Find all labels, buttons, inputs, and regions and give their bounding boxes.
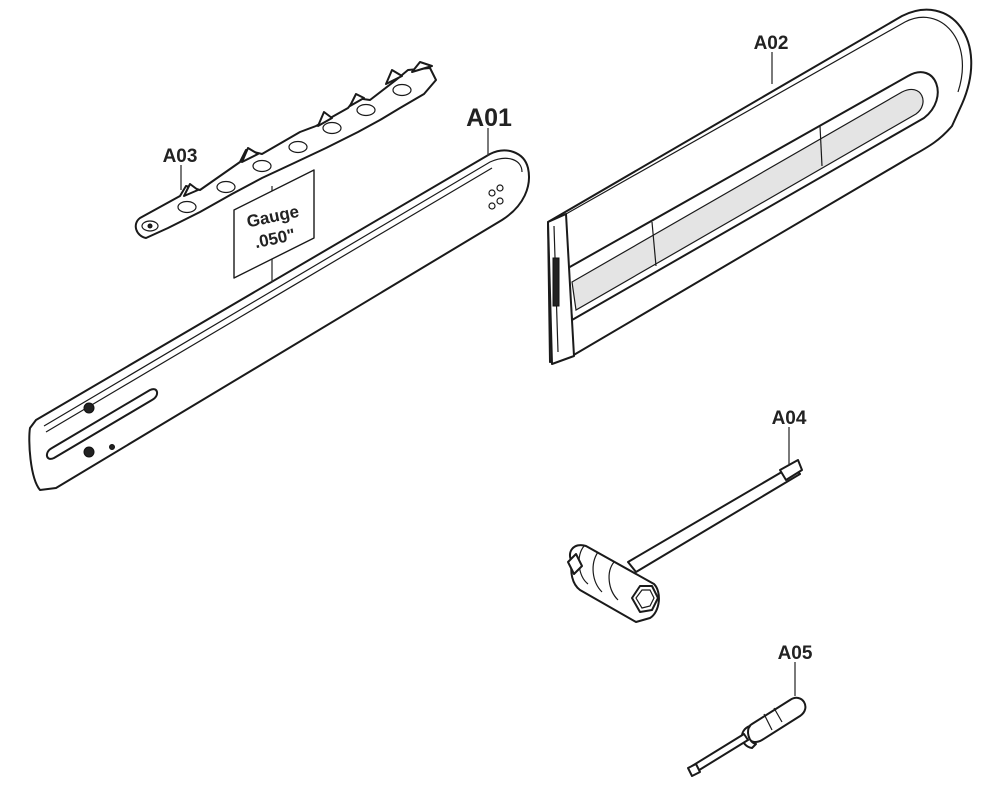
gauge-tag: Gauge .050" <box>233 169 315 282</box>
guide-bar-a01[interactable] <box>28 149 530 491</box>
screwdriver-a05[interactable] <box>687 697 807 777</box>
bar-cover-a02[interactable] <box>547 8 973 365</box>
combination-wrench-a04[interactable] <box>567 459 803 623</box>
label-a01: A01 <box>466 104 512 132</box>
label-a02: A02 <box>754 33 789 54</box>
label-a04: A04 <box>772 408 807 429</box>
label-a03: A03 <box>163 146 198 167</box>
label-a05: A05 <box>778 643 813 664</box>
saw-chain-a03[interactable] <box>134 61 437 239</box>
